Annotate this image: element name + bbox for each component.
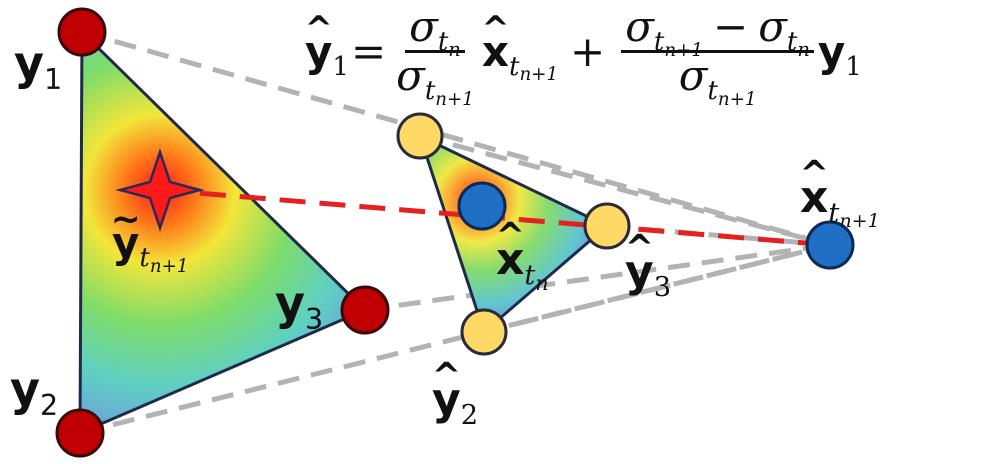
big-triangle bbox=[78, 28, 368, 436]
formula-term-1: xtn+1 bbox=[482, 30, 558, 84]
node-xhat-tn1 bbox=[805, 220, 855, 270]
projection-line-small-bottom bbox=[483, 242, 831, 335]
node-y3 bbox=[340, 285, 390, 335]
node-yhat1 bbox=[396, 112, 444, 160]
node-y1 bbox=[57, 7, 107, 57]
formula-plus: + bbox=[570, 26, 606, 76]
node-yhat3 bbox=[583, 202, 631, 250]
formula-equals: = bbox=[350, 26, 387, 76]
formula-fraction-1: σtn σtn+1 bbox=[396, 2, 474, 110]
label-xhat-tn1: xtn+1 bbox=[800, 176, 880, 231]
node-xhat-tn bbox=[457, 181, 507, 231]
projection-line-top bbox=[81, 29, 831, 248]
projection-line-small-top bbox=[419, 133, 831, 248]
label-y1: y1 bbox=[14, 36, 63, 96]
projection-line-bottom bbox=[79, 242, 831, 436]
formula-lhs: y1 bbox=[305, 30, 349, 80]
node-y2 bbox=[55, 408, 105, 458]
projection-line-mid bbox=[364, 242, 831, 313]
label-yhat3: y3 bbox=[625, 250, 671, 301]
label-ytilde: ytn+1 bbox=[112, 222, 188, 276]
node-yhat2 bbox=[460, 308, 508, 356]
formula: y1 = σtn σtn+1 xtn+1 + σtn+1−σtn σtn+1 y… bbox=[305, 2, 862, 110]
label-y3: y3 bbox=[275, 276, 324, 336]
formula-term-2: y1 bbox=[817, 26, 862, 82]
formula-fraction-2: σtn+1−σtn σtn+1 bbox=[621, 6, 814, 108]
star-marker bbox=[115, 148, 205, 232]
label-xhat-tn: xtn bbox=[496, 238, 549, 293]
label-yhat2: y2 bbox=[432, 378, 478, 429]
label-y2: y2 bbox=[10, 362, 59, 422]
